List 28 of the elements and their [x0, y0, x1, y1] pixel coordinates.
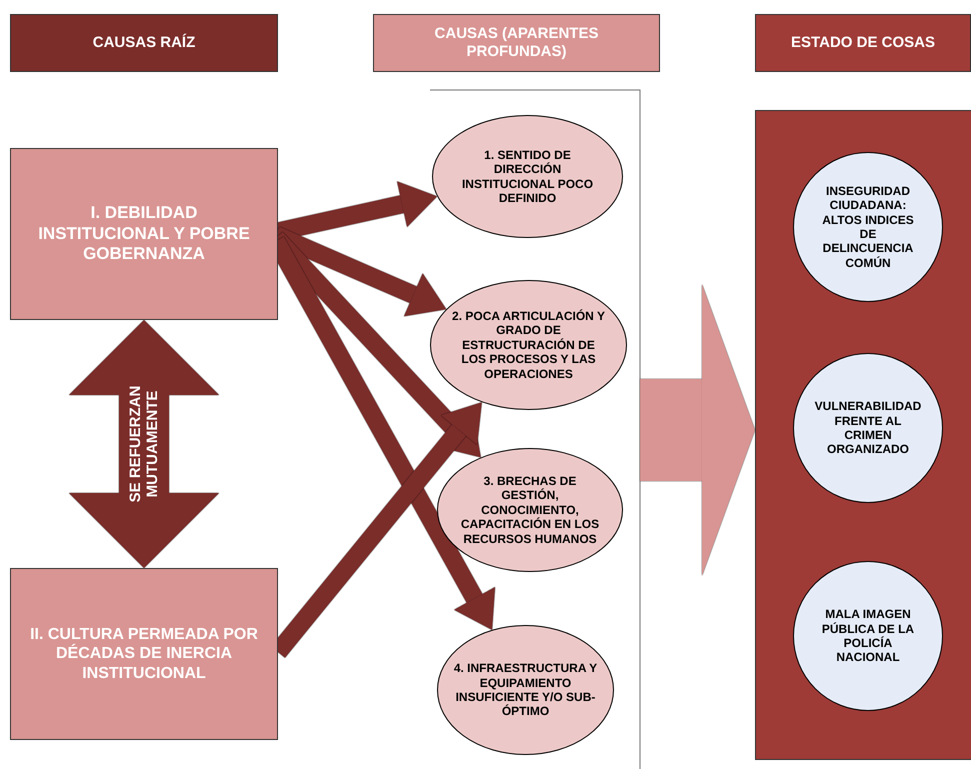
block-arrow	[69, 320, 219, 568]
node-label: CAUSAS RAÍZ	[92, 34, 196, 52]
node-label: 1. SENTIDO DE DIRECCIÓN INSTITUCIONAL POCO DEFINIDO	[460, 148, 594, 206]
node-label: I. DEBILIDAD INSTITUCIONAL Y POBRE GOBERNANZA	[37, 203, 251, 265]
root-cause-box	[10, 148, 278, 320]
block-arrow	[640, 284, 755, 576]
node-label: 2. POCA ARTICULACIÓN Y GRADO DE ESTRUCTURACIÓN DE LOS PROCESOS Y LAS OPERACIONES	[451, 308, 606, 382]
node-label: II. CULTURA PERMEADA POR DÉCADAS DE INERCIA INSTITUCIONAL	[29, 625, 259, 683]
state-circle	[793, 561, 943, 711]
state-circle	[793, 353, 943, 503]
header-banner	[373, 14, 660, 72]
cause-ellipse	[437, 448, 623, 572]
cause-ellipse	[437, 625, 614, 755]
state-circle	[793, 152, 943, 302]
edge-label: SE REFUERZAN MUTUAMENTE	[127, 384, 161, 504]
root-cause-box	[10, 568, 278, 740]
node-label: VULNERABILIDAD FRENTE AL CRIMEN ORGANIZADO	[814, 399, 922, 457]
panel-background	[755, 110, 971, 760]
node-label: CAUSAS (APARENTES PROFUNDAS)	[434, 25, 600, 61]
header-banner	[755, 14, 971, 72]
node-label: ESTADO DE COSAS	[790, 34, 936, 52]
header-banner	[10, 14, 278, 72]
node-label: MALA IMAGEN PÚBLICA DE LA POLICÍA NACIONAL	[820, 607, 916, 665]
cause-ellipse	[430, 280, 627, 410]
node-label: INSEGURIDAD CIUDADANA: ALTOS INDICES DE DELINCUENCIA COMÚN	[821, 184, 915, 270]
node-label: 4. INFRAESTRUCTURA Y EQUIPAMIENTO INSUFICIENTE Y/O SUB-ÓPTIMO	[452, 661, 598, 719]
cause-ellipse	[432, 115, 623, 238]
node-label: 3. BRECHAS DE GESTIÓN, CONOCIMIENTO, CAPACITACIÓN EN LOS RECURSOS HUMANOS	[460, 474, 600, 546]
